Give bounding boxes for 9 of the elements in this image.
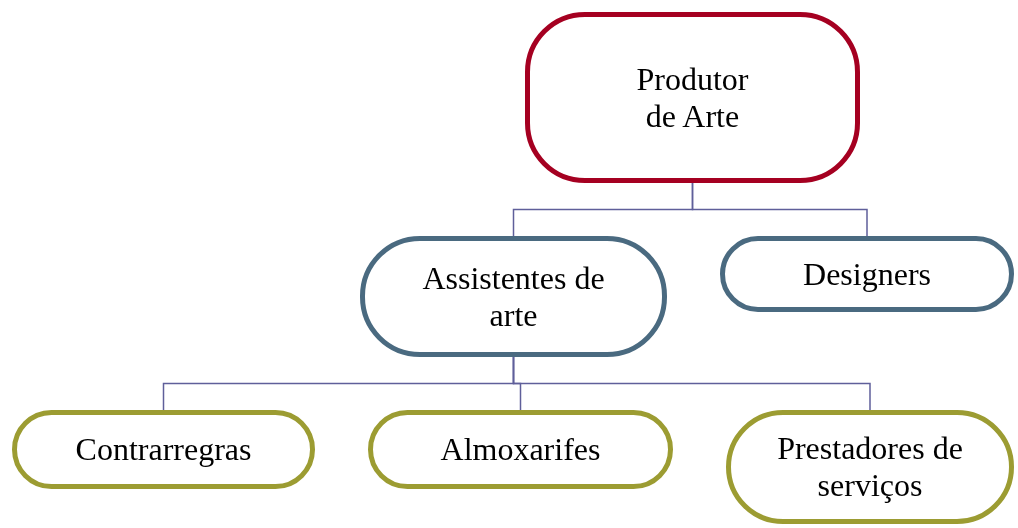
node-label: Contrarregras xyxy=(75,431,252,468)
node-label: Assistentes de arte xyxy=(421,259,606,334)
connector-line xyxy=(512,356,871,411)
connector-line xyxy=(691,182,868,237)
node-label: Prestadores de serviços xyxy=(776,430,964,504)
rounded-box xyxy=(525,12,860,183)
node-label: Designers xyxy=(803,255,931,293)
node-label: Almoxarifes xyxy=(440,431,601,468)
node-label: Produtor de Arte xyxy=(635,60,750,135)
